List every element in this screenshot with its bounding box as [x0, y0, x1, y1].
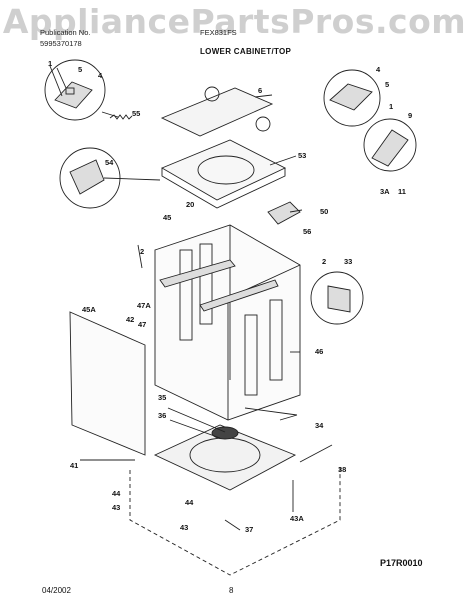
section-title: LOWER CABINET/TOP — [200, 47, 292, 56]
callout-label: 45 — [163, 213, 171, 222]
callout-label: 36 — [158, 411, 166, 420]
callout-label: 38 — [338, 465, 346, 474]
callout-label: 4 — [98, 71, 103, 80]
callout-label: 9 — [408, 111, 412, 120]
watermark: AppliancePartsPros.com — [2, 2, 467, 41]
top-frame-part — [160, 139, 287, 209]
callout-label: 2 — [140, 247, 144, 256]
callout-label: 35 — [158, 393, 166, 402]
callout-label: 6 — [258, 86, 262, 95]
base-part — [153, 424, 297, 491]
callout-label: 3A — [380, 187, 390, 196]
bracket-detail-circle — [59, 147, 121, 209]
callout-label: 42 — [126, 315, 134, 324]
callout-label: 4 — [376, 65, 381, 74]
callout-label: 44 — [112, 489, 121, 498]
callout-label: 50 — [320, 207, 328, 216]
corner-bracket-detail-circle — [310, 271, 364, 325]
model-number: FEX831FS — [200, 28, 237, 37]
callout-label: 44 — [185, 498, 194, 507]
callout-label: 20 — [186, 200, 194, 209]
callout-label: 33 — [344, 257, 352, 266]
callout-label: 1 — [389, 102, 393, 111]
callout-label: 47A — [137, 301, 151, 310]
lid-part — [160, 86, 274, 137]
callout-label: 2 — [322, 257, 326, 266]
lid-stop-bracket-part — [267, 201, 301, 225]
callout-label: 55 — [132, 109, 140, 118]
lid-switch-detail-circle — [363, 118, 417, 172]
callout-label: 54 — [105, 158, 114, 167]
callout-label: 56 — [303, 227, 311, 236]
hinge-detail-circle — [44, 59, 106, 121]
cabinet-part — [154, 224, 301, 421]
callout-label: 43 — [112, 503, 120, 512]
callout-label: 43 — [180, 523, 188, 532]
callout-label: 43A — [290, 514, 304, 523]
callout-label: 37 — [245, 525, 253, 534]
page-number: 8 — [229, 586, 234, 595]
publication-label: Publication No. — [40, 28, 91, 37]
front-panel-part — [69, 311, 146, 456]
footer-date: 04/2002 — [42, 586, 71, 595]
callout-label: 41 — [70, 461, 78, 470]
callout-label: 1 — [48, 59, 52, 68]
callout-label: 5 — [385, 80, 389, 89]
callout-label: 47 — [138, 320, 146, 329]
callout-label: 5 — [78, 65, 82, 74]
drawing-code: P17R0010 — [380, 558, 423, 568]
callout-label: 34 — [315, 421, 324, 430]
callout-label: 53 — [298, 151, 306, 160]
publication-number: 5995370178 — [40, 39, 82, 48]
hinge-right-detail-circle — [323, 69, 381, 127]
callout-label: 45A — [82, 305, 96, 314]
callout-label: 11 — [398, 187, 406, 196]
callout-label: 46 — [315, 347, 323, 356]
